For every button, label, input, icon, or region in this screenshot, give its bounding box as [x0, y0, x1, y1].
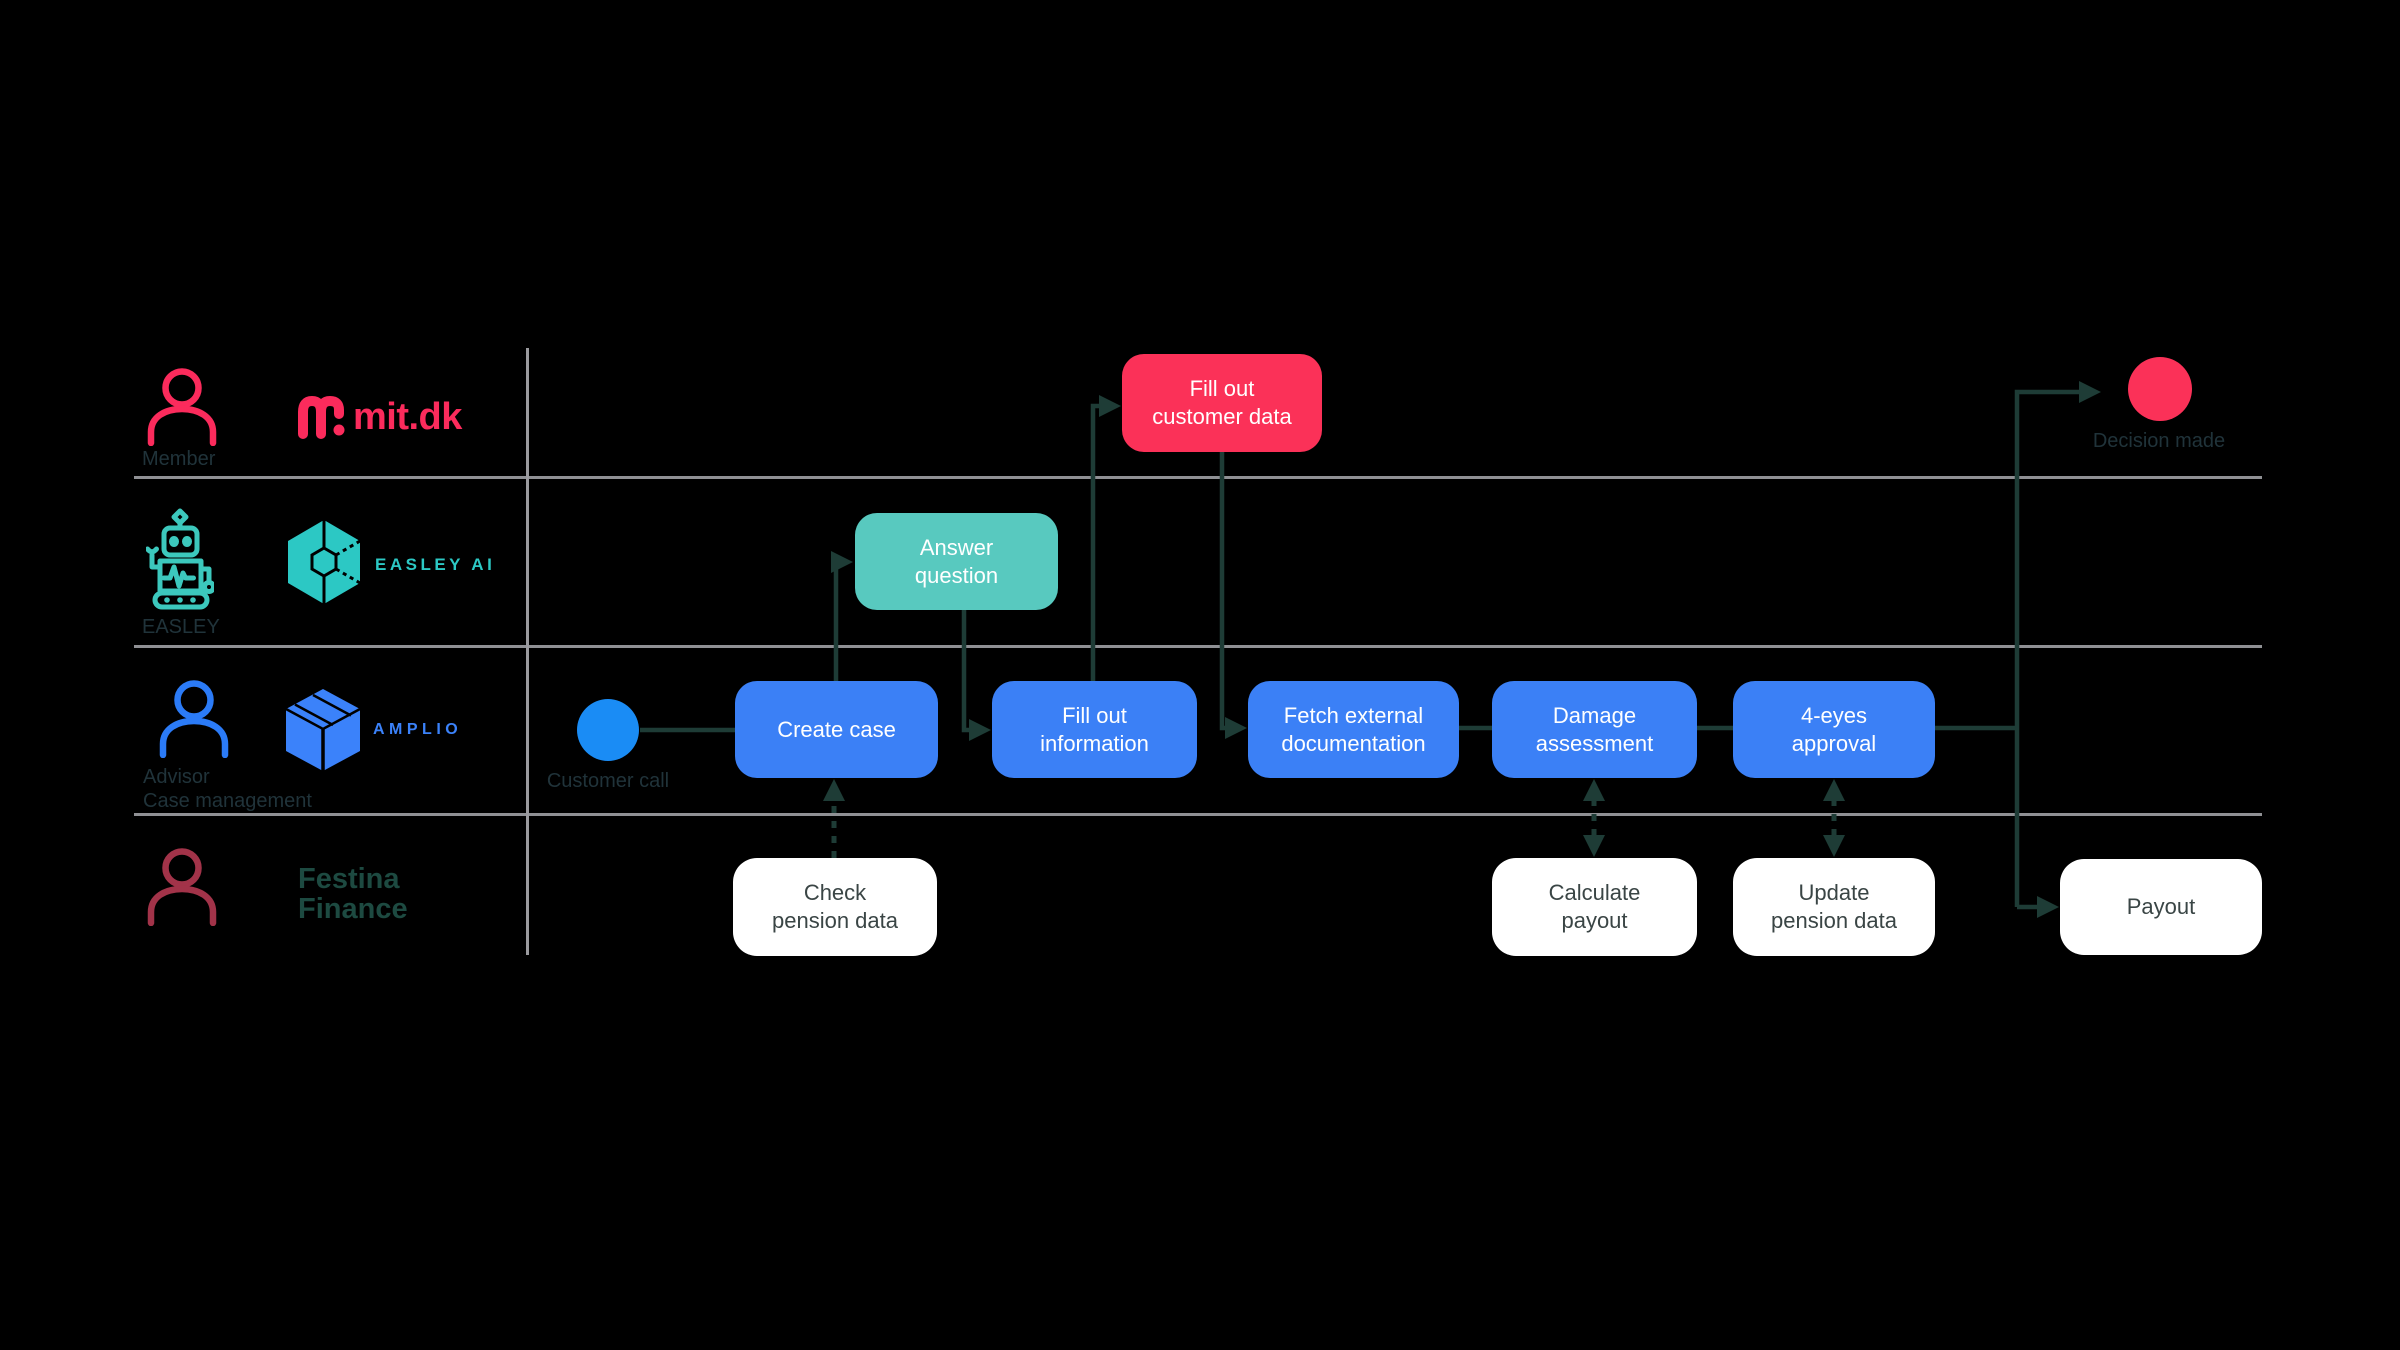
lane-label-easley: EASLEY: [142, 616, 220, 638]
person-icon: [159, 680, 229, 758]
lane-divider-member-easley: [134, 476, 2262, 479]
start-event-label: Customer call: [546, 770, 670, 792]
person-icon: [147, 848, 217, 926]
lane-sublabel-case-management: Case management: [143, 790, 312, 812]
task-answer-question: Answer question: [855, 513, 1058, 610]
person-icon: [147, 368, 217, 446]
mitdk-logo-text: mit.dk: [353, 396, 462, 438]
lane-divider-advisor-festina: [134, 813, 2262, 816]
task-fill-out-information: Fill out information: [992, 681, 1197, 778]
end-event-circle: [2128, 357, 2192, 421]
start-event-circle: [577, 699, 639, 761]
task-payout: Payout: [2060, 859, 2262, 955]
easley-ai-logo-text: EASLEY AI: [375, 555, 496, 574]
task-calculate-payout: Calculate payout: [1492, 858, 1697, 956]
mitdk-logo-icon: [298, 396, 345, 439]
task-update-pension-data: Update pension data: [1733, 858, 1935, 956]
task-check-pension-data: Check pension data: [733, 858, 937, 956]
amplio-logo-text: AMPLIO: [373, 721, 463, 738]
task-four-eyes-approval: 4-eyes approval: [1733, 681, 1935, 778]
easley-ai-logo-icon: [288, 520, 361, 604]
robot-icon: [146, 508, 214, 610]
task-create-case: Create case: [735, 681, 938, 778]
task-fill-out-customer-data: Fill out customer data: [1122, 354, 1322, 452]
amplio-logo-icon: [285, 689, 361, 771]
lane-header-divider: [526, 348, 529, 955]
end-event-label: Decision made: [2092, 430, 2226, 452]
lane-label-member: Member: [142, 448, 216, 470]
lane-label-advisor: Advisor: [143, 766, 210, 788]
task-fetch-external-documentation: Fetch external documentation: [1248, 681, 1459, 778]
lane-divider-easley-advisor: [134, 645, 2262, 648]
festina-finance-logo-text: Festina Finance: [298, 863, 408, 925]
task-damage-assessment: Damage assessment: [1492, 681, 1697, 778]
